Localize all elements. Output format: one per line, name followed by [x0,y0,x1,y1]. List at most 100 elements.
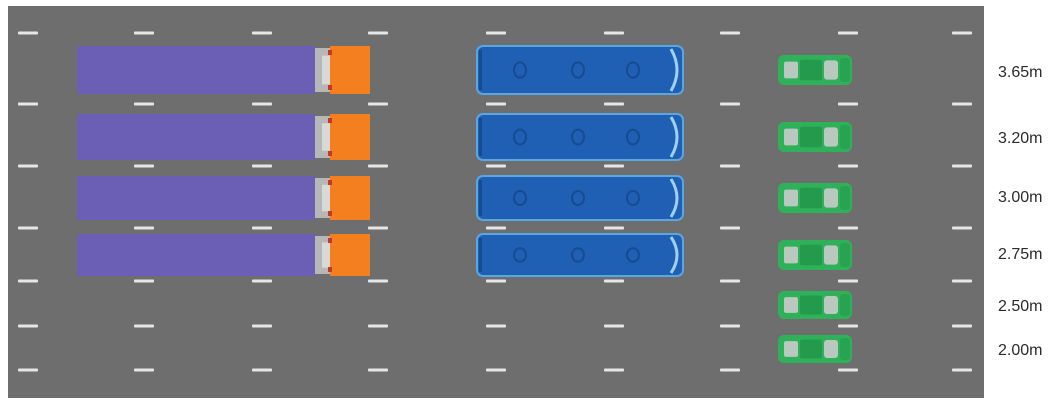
bus-rear [479,118,482,156]
lane-dash [18,325,38,328]
semi-truck-icon [77,234,370,276]
lane-dash [486,165,506,168]
lane-dash [720,227,740,230]
lane-dash [18,369,38,372]
car-icon [778,183,852,213]
car-windshield [824,245,838,264]
truck-mirror [328,118,332,123]
truck-trailer [77,234,315,276]
car-hood [840,243,850,267]
lane-dash [252,369,272,372]
lane-dash [838,103,858,106]
lane-dash [604,369,624,372]
car-windshield [824,340,838,358]
car-icon [778,240,852,270]
car-rear-window [784,62,798,79]
car-hood [840,125,850,149]
lane-dash [368,369,388,372]
car-hood [840,294,850,316]
car-icon [778,55,852,85]
lane-dash [486,227,506,230]
lane-dash [134,32,154,35]
car-rear-window [784,297,798,313]
truck-cab [330,114,370,160]
lane-dash [18,32,38,35]
bus-icon [477,234,683,276]
lane-width-label-6: 2.00m [998,342,1042,359]
lane-dash [952,32,972,35]
lane-dash [18,227,38,230]
lane-dash [252,280,272,283]
car-roof [800,127,822,147]
lane-dash [368,103,388,106]
lane-dash [134,227,154,230]
semi-truck-icon [77,176,370,220]
lane-dash [134,280,154,283]
lane-dash [134,325,154,328]
car-roof [800,245,822,265]
truck-mirror [328,50,332,55]
bus-body [477,114,683,160]
car-rear-window [784,190,798,207]
car-icon [778,335,852,363]
car-roof [800,188,822,208]
lane-dash [952,369,972,372]
bus-rear [479,238,482,272]
car-hood [840,186,850,210]
lane-dash [368,280,388,283]
lane-dash [720,165,740,168]
semi-truck-icon [77,114,370,160]
truck-mirror [328,238,332,243]
car-icon [778,291,852,319]
lane-dash [838,227,858,230]
truck-mirror [328,151,332,156]
bus-icon [477,46,683,94]
lane-dash [838,165,858,168]
truck-mirror [328,180,332,185]
lane-dash [252,165,272,168]
car-roof [800,295,822,314]
car-windshield [824,296,838,314]
lane-dash [134,103,154,106]
lane-dash [134,165,154,168]
car-rear-window [784,247,798,264]
lane-dash [252,325,272,328]
lane-dash [486,32,506,35]
car-hood [840,58,850,82]
lane-dash [368,32,388,35]
lane-dash [604,32,624,35]
lane-dash [252,227,272,230]
lane-dash [720,369,740,372]
lane-dash [486,325,506,328]
lane-5 [778,291,852,319]
lane-dash [18,103,38,106]
lane-dash [368,165,388,168]
car-windshield [824,127,838,146]
lane-dash [252,103,272,106]
truck-trailer [77,176,315,220]
lane-dash [720,325,740,328]
bus-icon [477,176,683,220]
lane-dash [838,32,858,35]
lane-dash [368,325,388,328]
lane-dash [486,103,506,106]
truck-cab [330,176,370,220]
car-rear-window [784,341,798,357]
lane-width-label-2: 3.20m [998,130,1042,147]
lane-width-label-4: 2.75m [998,246,1042,263]
bus-icon [477,114,683,160]
car-roof [800,339,822,358]
bus-body [477,176,683,220]
lane-dash [486,280,506,283]
lane-dash [604,103,624,106]
lane-dash [368,227,388,230]
lane-width-label-3: 3.00m [998,189,1042,206]
truck-mirror [328,267,332,272]
car-windshield [824,60,838,79]
truck-mirror [328,85,332,90]
bus-rear [479,180,482,216]
lane-dash [604,280,624,283]
lane-dash [604,165,624,168]
lane-dash [952,280,972,283]
